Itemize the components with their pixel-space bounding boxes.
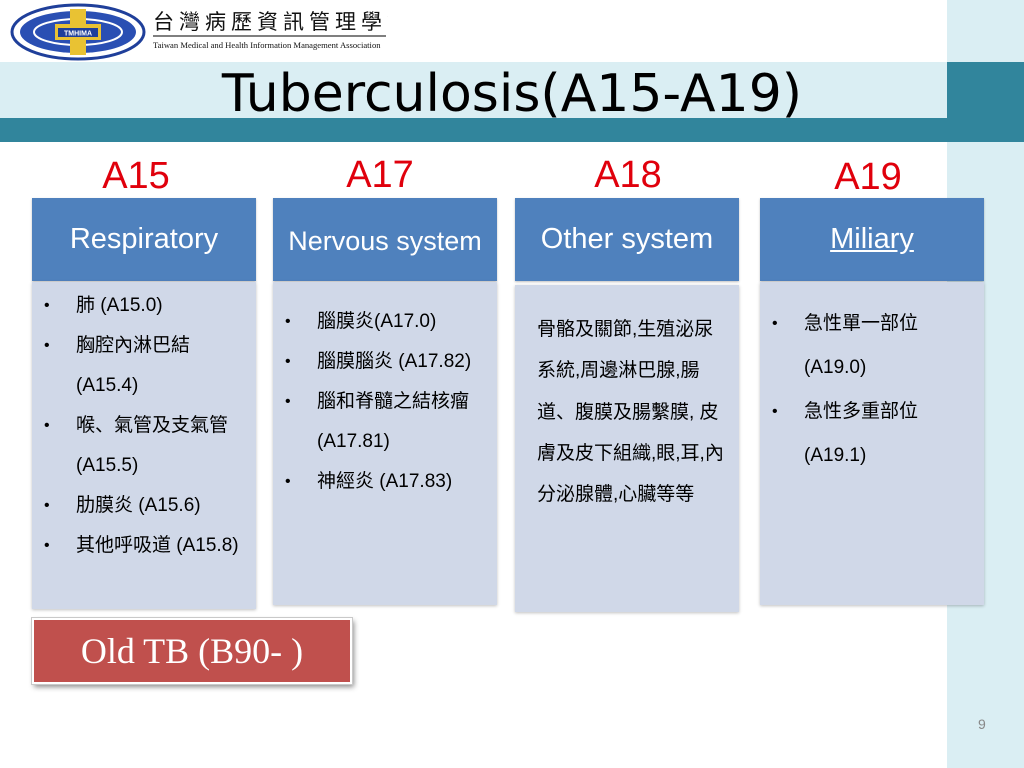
column-heading-miliary[interactable]: Miliary [760,198,984,281]
code-a18: A18 [594,154,662,196]
column-body-nervous-system: 腦膜炎(A17.0) 腦膜腦炎 (A17.82) 腦和脊髓之結核瘤 (A17.8… [273,282,497,605]
other-system-description: 骨骼及關節,生殖泌尿系統,周邊淋巴腺,腸道、腹膜及腸繫膜, 皮膚及皮下組織,眼,… [537,319,724,506]
column-other-system: Other system 骨骼及關節,生殖泌尿系統,周邊淋巴腺,腸道、腹膜及腸繫… [515,198,739,612]
column-nervous-system: Nervous system 腦膜炎(A17.0) 腦膜腦炎 (A17.82) … [273,198,497,605]
association-logo: TMHIMA 台灣病歷資訊管理學會 Taiwan Medical and Hea… [10,3,388,61]
list-item: 喉、氣管及支氣管 (A15.5) [32,406,256,486]
column-miliary: Miliary 急性單一部位 (A19.0) 急性多重部位 (A19.1) [760,198,984,605]
list-item: 腦膜腦炎 (A17.82) [273,342,497,382]
page-number: 9 [978,716,986,732]
list-item: 其他呼吸道 (A15.8) [32,526,256,566]
org-name-zh: 台灣病歷資訊管理學會 [153,10,388,34]
list-item: 神經炎 (A17.83) [273,462,497,502]
list-item: 腦膜炎(A17.0) [273,302,497,342]
list-item: 胸腔內淋巴結 (A15.4) [32,326,256,406]
list-item: 腦和脊髓之結核瘤 (A17.81) [273,382,497,462]
org-name-en: Taiwan Medical and Health Information Ma… [153,40,381,50]
code-a15: A15 [102,155,170,197]
column-body-miliary: 急性單一部位 (A19.0) 急性多重部位 (A19.1) [760,282,984,605]
slide-title: Tuberculosis(A15-A19) [221,64,803,124]
title-band [0,62,947,118]
list-item: 急性單一部位 (A19.0) [760,302,984,390]
title-accent-corner [947,62,1024,142]
list-item: 肋膜炎 (A15.6) [32,486,256,526]
column-body-respiratory: 肺 (A15.0) 胸腔內淋巴結 (A15.4) 喉、氣管及支氣管 (A15.5… [32,282,256,609]
old-tb-box: Old TB (B90- ) [31,617,353,685]
code-a17: A17 [346,154,414,196]
code-a19: A19 [834,156,902,198]
column-heading-other-system: Other system [515,198,739,281]
logo-text: TMHIMA [64,31,92,38]
column-heading-nervous-system: Nervous system [273,198,497,281]
list-item: 肺 (A15.0) [32,286,256,326]
list-item: 急性多重部位 (A19.1) [760,390,984,478]
column-respiratory: Respiratory 肺 (A15.0) 胸腔內淋巴結 (A15.4) 喉、氣… [32,198,256,609]
miliary-link[interactable]: Miliary [830,223,914,255]
title-accent-bar [0,118,947,142]
column-heading-respiratory: Respiratory [32,198,256,281]
column-body-other-system: 骨骼及關節,生殖泌尿系統,周邊淋巴腺,腸道、腹膜及腸繫膜, 皮膚及皮下組織,眼,… [515,285,739,612]
